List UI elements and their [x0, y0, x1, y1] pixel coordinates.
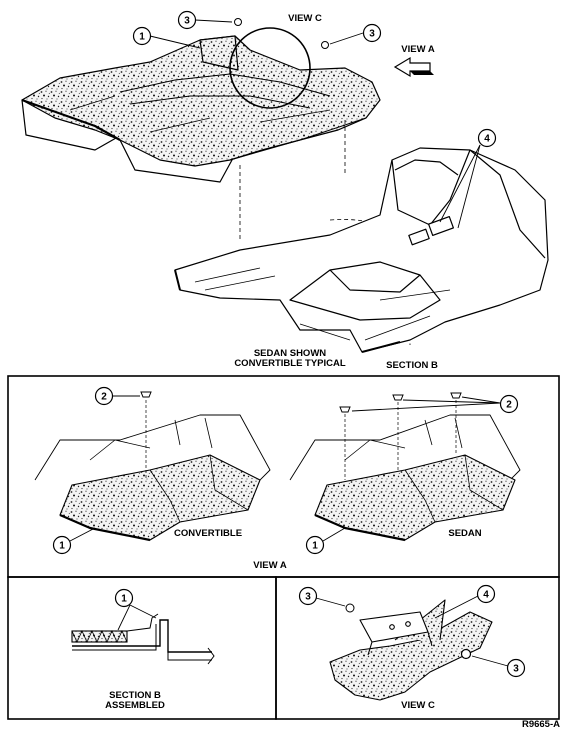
callout-1-convertible: 1: [52, 527, 96, 555]
section-b-caption-line2: ASSEMBLED: [105, 700, 165, 711]
body-floor-pan-drawing: [174, 147, 549, 353]
carpet-assembly-drawing: [21, 35, 381, 183]
callout-2-sedan: 2: [339, 392, 519, 480]
section-b-label-top: SECTION B: [386, 360, 438, 371]
callout-3-view-c-right: 3: [460, 648, 526, 678]
view-c-caption: VIEW C: [401, 700, 435, 711]
sedan-shown-label: SEDAN SHOWN: [254, 348, 326, 359]
callout-4-top: 4: [439, 128, 497, 229]
callout-3-view-c-right-number: 3: [513, 664, 519, 675]
callout-1-sedan: 1: [305, 527, 346, 555]
convertible-label: CONVERTIBLE: [174, 528, 242, 539]
callout-3-view-c-left: 3: [298, 586, 355, 613]
callout-1-top: 1: [132, 26, 201, 49]
view-c-drawing: [329, 599, 493, 701]
top-illustration: 1 3 3 4 VIEW C VIEW A SEDAN SHOWN CONVER…: [21, 10, 549, 371]
callout-1-top-number: 1: [139, 32, 145, 43]
view-a-sedan-drawing: [289, 414, 521, 542]
callout-2-convertible-number: 2: [101, 392, 107, 403]
view-a-convertible-drawing: [34, 414, 271, 542]
view-c-label-top: VIEW C: [288, 13, 322, 24]
callout-2-sedan-number: 2: [506, 400, 512, 411]
figure-id-label: R9665-A: [522, 719, 560, 730]
view-a-caption: VIEW A: [253, 560, 287, 571]
convertible-typical-label: CONVERTIBLE TYPICAL: [234, 358, 346, 369]
view-c-panel-border: [275, 576, 560, 720]
view-a-label-top: VIEW A: [401, 44, 435, 55]
view-a-direction-arrow: [393, 56, 431, 78]
callout-2-convertible: 2: [94, 386, 152, 480]
callout-1-sedan-number: 1: [312, 541, 318, 552]
callout-4-top-number: 4: [484, 134, 490, 145]
sedan-label: SEDAN: [448, 528, 481, 539]
section-b-drawing: [71, 613, 215, 665]
callout-1-convertible-number: 1: [59, 541, 65, 552]
callout-3-top-right: 3: [321, 23, 382, 49]
callout-3-view-c-left-number: 3: [305, 592, 311, 603]
callout-1-section-b: 1: [114, 588, 157, 631]
alignment-lines: [239, 120, 411, 345]
callout-3-top-right-number: 3: [369, 29, 375, 40]
callout-3-top-left-number: 3: [184, 16, 190, 27]
callout-4-view-c: 4: [434, 584, 496, 619]
callout-1-section-b-number: 1: [121, 594, 127, 605]
callout-3-top-left: 3: [177, 10, 242, 30]
callout-4-view-c-number: 4: [483, 590, 489, 601]
view-c-magnifier: [229, 27, 311, 109]
section-b-caption-line1: SECTION B: [109, 690, 161, 701]
